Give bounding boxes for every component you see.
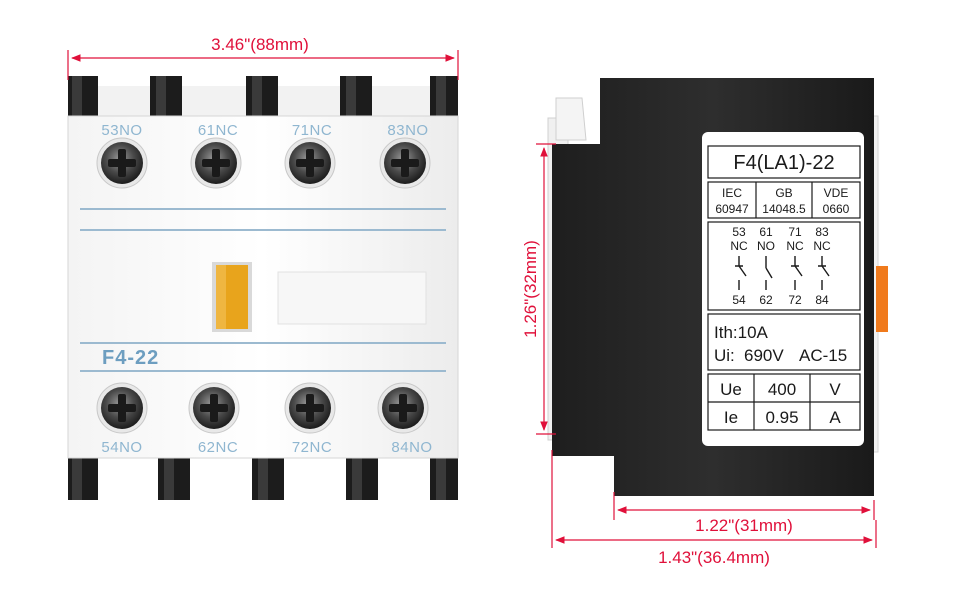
screw-icon: [379, 137, 431, 189]
top-terminal-label: 83NO: [387, 122, 428, 139]
rating-label: Ie: [724, 408, 738, 427]
width-dimension: 3.46"(88mm): [67, 35, 459, 80]
bottom-screws: [96, 382, 429, 434]
label-window: [277, 271, 427, 325]
contact-type: NC: [813, 239, 831, 253]
spec-label: [702, 132, 864, 446]
contact-type: NO: [757, 239, 775, 253]
depth-inner-label: 1.22"(31mm): [695, 516, 793, 535]
screw-icon: [284, 382, 336, 434]
side-orange-tab: [876, 266, 888, 332]
contact-bottom-number: 84: [815, 293, 829, 307]
height-dimension: 1.26"(32mm): [521, 143, 556, 435]
screw-icon: [188, 382, 240, 434]
electrical-ratings: Ith:10A Ui: 690V AC-15: [707, 313, 861, 371]
contact-bottom-number: 62: [759, 293, 773, 307]
standards-table: IEC 60947 GB 14048.5 VDE 0660: [707, 181, 861, 219]
standard-name: VDE: [824, 186, 849, 200]
top-terminal-label: 61NC: [198, 122, 238, 139]
front-view: 53NO 61NC 71NC 83NO: [67, 76, 459, 500]
top-screws: [96, 137, 431, 189]
rating-label: Ue: [720, 380, 742, 399]
rating-unit: A: [829, 408, 841, 427]
standard-code: 14048.5: [762, 202, 806, 216]
contact-symbol-icon: [735, 256, 747, 290]
screw-icon: [96, 137, 148, 189]
width-dimension-label: 3.46"(88mm): [211, 35, 309, 54]
contact-type: NC: [786, 239, 804, 253]
model-label: F4-22: [102, 347, 159, 369]
contact-bottom-number: 72: [788, 293, 802, 307]
screw-icon: [190, 137, 242, 189]
depth-total-label: 1.43"(36.4mm): [658, 548, 770, 567]
standard-code: 0660: [823, 202, 850, 216]
screw-icon: [96, 382, 148, 434]
rating-value: 400: [768, 380, 796, 399]
standard-code: 60947: [715, 202, 749, 216]
standard-name: GB: [775, 186, 792, 200]
ui-value: 690V: [744, 346, 784, 365]
top-terminal-label: 53NO: [101, 122, 142, 139]
contact-top-number: 53: [732, 225, 746, 239]
depth-inner-dimension: 1.22"(31mm): [613, 492, 875, 535]
contact-symbol-icon: [818, 256, 830, 290]
ui-label: Ui:: [714, 346, 735, 365]
bottom-terminal-label: 84NO: [391, 439, 432, 456]
side-view: F4(LA1)-22 IEC 60947 GB 14048.5 VDE 0660…: [547, 78, 888, 496]
bottom-terminal-label: 54NO: [101, 439, 142, 456]
contact-top-number: 71: [788, 225, 802, 239]
contact-symbol-icon: [791, 256, 803, 290]
contact-symbol-icon: [765, 256, 773, 290]
rating-value: 0.95: [765, 408, 798, 427]
top-terminal-label: 71NC: [292, 122, 332, 139]
spec-title: F4(LA1)-22: [733, 152, 834, 174]
ith-rating: Ith:10A: [714, 323, 769, 342]
contact-top-number: 83: [815, 225, 829, 239]
screw-icon: [377, 382, 429, 434]
height-dimension-label: 1.26"(32mm): [521, 240, 540, 338]
bottom-clips: [68, 456, 458, 500]
ratings-table: Ue 400 V Ie 0.95 A: [707, 373, 861, 431]
depth-total-dimension: 1.43"(36.4mm): [551, 450, 877, 567]
top-clips: [68, 76, 458, 120]
rating-unit: V: [829, 380, 841, 399]
bottom-terminal-label: 72NC: [292, 439, 332, 456]
bottom-terminal-label: 62NC: [198, 439, 238, 456]
standard-name: IEC: [722, 186, 742, 200]
ui-category: AC-15: [799, 346, 847, 365]
screw-icon: [284, 137, 336, 189]
contact-top-number: 61: [759, 225, 773, 239]
contact-type: NC: [730, 239, 748, 253]
contact-bottom-number: 54: [732, 293, 746, 307]
contact-schematic: 53 NC 54 61 NO 62 71 NC 72 83 NC 84: [707, 221, 861, 311]
